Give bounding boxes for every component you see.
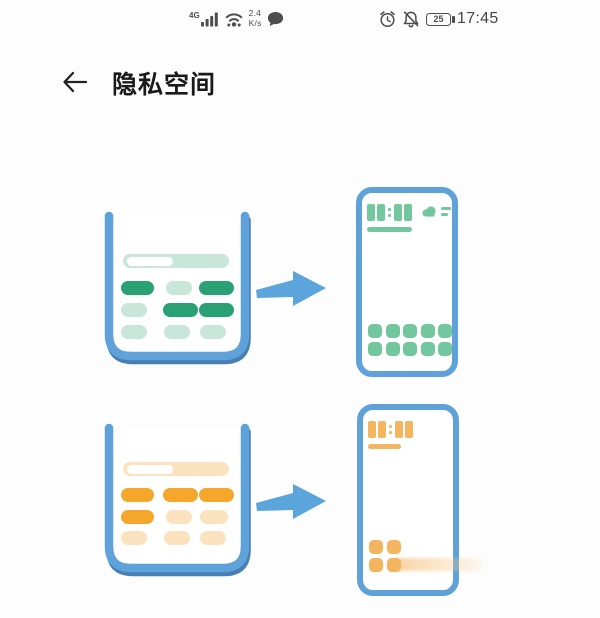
status-time: 17:45 <box>457 10 499 27</box>
speed-value: 2.4 <box>248 8 262 19</box>
search-bar-highlight <box>127 464 173 474</box>
weather-cloud-icon <box>422 206 436 217</box>
status-bar-left: 4G 2.4 K/s <box>189 6 284 32</box>
status-bar-right: 25 17:45 <box>379 6 499 32</box>
app-pill <box>121 281 154 295</box>
app-pill <box>121 510 154 524</box>
app-pill <box>166 510 192 524</box>
clock-widget <box>367 204 412 221</box>
clock-colon <box>388 208 391 217</box>
phone-home-screen-green <box>356 187 458 377</box>
weather-widget <box>421 206 451 217</box>
message-bubble-icon <box>267 12 283 26</box>
watermark-smudge <box>391 558 483 571</box>
page-title: 隐私空间 <box>112 71 217 99</box>
search-bar-highlight <box>127 256 173 266</box>
signal-icon: 4G <box>189 11 219 27</box>
app-pill <box>121 325 147 339</box>
app-pill <box>199 488 234 502</box>
clock-colon <box>389 425 392 434</box>
phone-home-screen-orange <box>357 404 483 596</box>
app-pill <box>121 488 154 502</box>
app-pill <box>121 303 147 317</box>
app-pill <box>200 325 226 339</box>
status-bar: 4G 2.4 K/s <box>0 6 600 32</box>
app-pill <box>163 488 198 502</box>
app-pill <box>200 510 228 524</box>
speed-unit: K/s <box>248 18 262 28</box>
app-pill <box>199 281 234 295</box>
battery-icon: 25 <box>426 12 455 26</box>
clock-underline <box>367 227 412 232</box>
signal-bars-icon <box>200 12 218 27</box>
app-pill <box>164 531 190 545</box>
header: 隐私空间 <box>0 62 600 104</box>
battery-nub <box>452 16 455 23</box>
network-speed: 2.4 K/s <box>248 8 262 29</box>
clock-underline <box>368 444 401 449</box>
network-type-label: 4G <box>189 11 200 20</box>
transfer-arrow-icon <box>256 271 326 306</box>
app-pill <box>163 303 198 317</box>
app-pill <box>166 281 192 295</box>
app-pill <box>121 531 147 545</box>
app-pill <box>164 325 190 339</box>
wifi-icon <box>225 12 243 27</box>
alarm-clock-icon <box>380 11 395 28</box>
transfer-arrow-icon <box>256 484 326 519</box>
app-icon-grid <box>368 324 452 356</box>
app-pill <box>199 303 234 317</box>
app-pill <box>200 531 226 545</box>
back-button[interactable] <box>62 70 88 94</box>
notifications-muted-icon <box>403 11 419 28</box>
weather-text-lines <box>441 207 451 216</box>
battery-level: 25 <box>433 13 444 24</box>
clock-widget <box>368 421 413 438</box>
search-bar-pill <box>123 462 229 476</box>
search-bar-pill <box>123 254 229 268</box>
